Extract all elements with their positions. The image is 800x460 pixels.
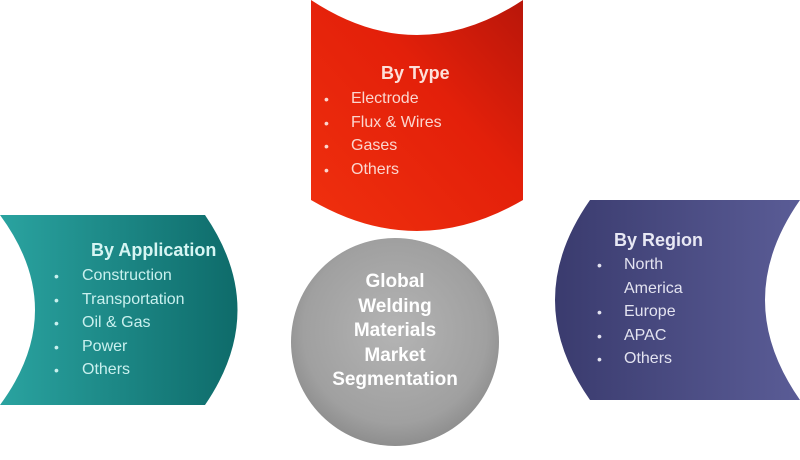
center-title-line: Materials (353, 320, 437, 341)
center-title-line: Global (365, 271, 425, 292)
region-list-item: America (624, 279, 683, 297)
bullet-icon: • (324, 91, 329, 107)
application-list-item: Others (82, 361, 131, 378)
type-cylinder-shape (311, 0, 523, 231)
application-title: By Application (91, 240, 217, 260)
bullet-icon: • (597, 327, 602, 344)
type-title: By Type (381, 63, 450, 83)
bullet-icon: • (54, 362, 59, 378)
bullet-icon: • (54, 338, 59, 355)
center-title-line: Welding (358, 295, 432, 317)
center-circle (291, 238, 499, 446)
region-list-item: North (624, 256, 664, 273)
bullet-icon: • (54, 315, 59, 331)
bullet-icon: • (597, 351, 602, 367)
application-list-item: Power (82, 337, 128, 355)
application-list-item: Transportation (82, 290, 185, 308)
type-list-item: Electrode (351, 90, 419, 107)
application-list-item: Construction (82, 267, 172, 284)
type-list-item: Flux & Wires (351, 113, 442, 131)
center-title: Global Welding Materials Market Segmenta… (290, 270, 500, 393)
type-list-item: Gases (351, 137, 398, 154)
region-list-item: APAC (624, 326, 667, 344)
bullet-icon: • (597, 304, 602, 320)
region-list-item: Europe (624, 303, 676, 320)
application-shape (0, 215, 238, 405)
bullet-icon: • (324, 161, 329, 178)
region-shape (555, 200, 800, 400)
region-list-item: Others (624, 350, 673, 367)
bullet-icon: • (597, 257, 602, 273)
application-list-item: Oil & Gas (82, 314, 151, 331)
type-list-item: Others (351, 160, 400, 178)
bullet-icon: • (54, 291, 59, 308)
center-title-line: Segmentation (332, 369, 458, 390)
region-title: By Region (614, 230, 704, 250)
bullet-icon: • (54, 268, 59, 284)
bullet-icon: • (324, 138, 329, 154)
center-title-line: Market (364, 344, 426, 366)
bullet-icon: • (324, 114, 329, 131)
